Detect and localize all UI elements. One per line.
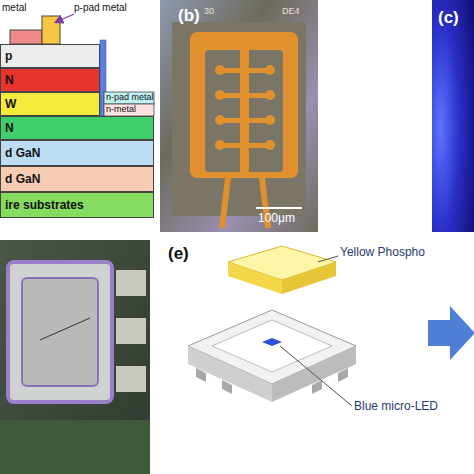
layer-label: n-pad metal	[106, 92, 154, 102]
package-photo	[0, 240, 150, 474]
layer-band: W	[0, 92, 100, 116]
layer-name: N	[5, 121, 14, 135]
layer-name: ire substrates	[5, 198, 84, 212]
scale-bar-label: 100μm	[258, 212, 295, 226]
chip-micrograph	[160, 0, 318, 232]
layer-name: p	[5, 49, 12, 63]
panel-letter: (e)	[168, 244, 189, 264]
layer-band: d GaN	[0, 140, 154, 166]
part-label: Yellow Phospho	[340, 246, 425, 260]
layer-name: W	[5, 97, 16, 111]
layer-band: ire substrates	[0, 192, 154, 218]
layer-band: p	[0, 44, 100, 68]
panel-letter: (c)	[438, 8, 459, 28]
chip-marking: DE4	[282, 6, 300, 16]
layer-label: metal	[2, 2, 26, 14]
layer-name: d GaN	[5, 146, 40, 160]
layer-name: N	[5, 73, 14, 87]
panel-letter: (b)	[178, 6, 200, 26]
emission-photo	[432, 0, 474, 232]
white-led-schematic	[188, 246, 474, 406]
layer-label: p-pad metal	[74, 2, 127, 14]
layer-band: d GaN	[0, 166, 154, 192]
layer-name: d GaN	[5, 172, 40, 186]
layer-band: N	[0, 116, 154, 140]
layer-label: n-metal	[106, 104, 136, 114]
chip-marking: 30	[204, 6, 214, 16]
part-label: Blue micro-LED	[354, 400, 438, 414]
layer-band: N	[0, 68, 100, 92]
